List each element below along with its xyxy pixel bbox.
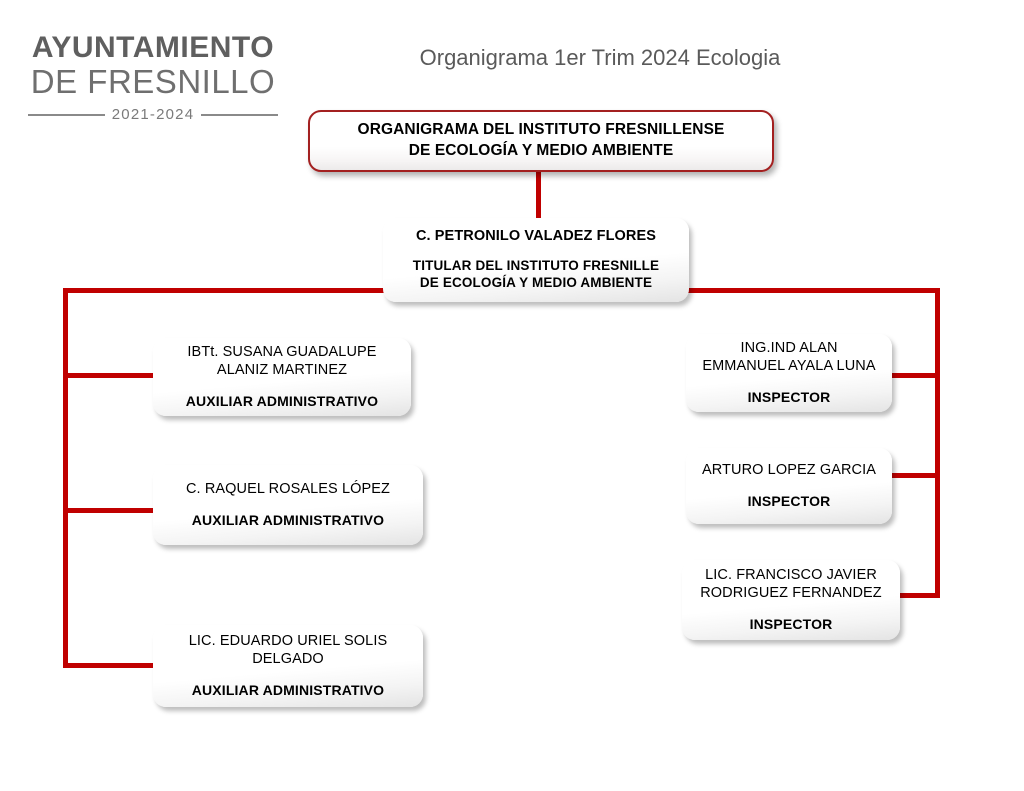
org-node-left-2[interactable]: C. RAQUEL ROSALES LÓPEZ AUXILIAR ADMINIS…: [153, 465, 423, 545]
connector-right-trunk: [935, 288, 940, 598]
logo-line-1: AYUNTAMIENTO: [31, 31, 275, 64]
org-node-chief-name: C. PETRONILO VALADEZ FLORES: [415, 228, 657, 245]
org-node-root-title-line-1: ORGANIGRAMA DEL INSTITUTO FRESNILLENSE: [357, 121, 725, 139]
org-node-right-3[interactable]: LIC. FRANCISCO JAVIER RODRIGUEZ FERNANDE…: [682, 560, 900, 640]
org-node-right-2-role: INSPECTOR: [747, 492, 831, 509]
org-node-left-3-name-line-2: DELGADO: [252, 651, 324, 668]
org-node-right-2-name-line-1: ARTURO LOPEZ GARCIA: [701, 462, 877, 479]
org-node-root-title-line-2: DE ECOLOGÍA Y MEDIO AMBIENTE: [408, 142, 674, 159]
connector-left-branch-2: [63, 508, 163, 513]
org-node-right-2[interactable]: ARTURO LOPEZ GARCIA INSPECTOR: [686, 448, 892, 524]
org-node-right-1-name-line-1: ING.IND ALAN: [740, 340, 838, 357]
connector-right-branch-1: [880, 373, 940, 378]
org-node-left-1-name-line-1: IBTt. SUSANA GUADALUPE: [187, 344, 377, 361]
org-node-left-3-role: AUXILIAR ADMINISTRATIVO: [191, 681, 385, 698]
org-node-right-1[interactable]: ING.IND ALAN EMMANUEL AYALA LUNA INSPECT…: [686, 334, 892, 412]
org-node-left-1-role: AUXILIAR ADMINISTRATIVO: [185, 392, 379, 409]
org-node-chief[interactable]: C. PETRONILO VALADEZ FLORES TITULAR DEL …: [383, 218, 689, 302]
org-node-right-3-name-line-2: RODRIGUEZ FERNANDEZ: [700, 585, 882, 602]
connector-right-branch-2: [880, 473, 940, 478]
logo-rule-right-icon: [201, 113, 279, 116]
ayuntamiento-logo: AYUNTAMIENTO DE FRESNILLO 2021-2024: [28, 31, 279, 123]
org-node-left-3[interactable]: LIC. EDUARDO URIEL SOLIS DELGADO AUXILIA…: [153, 625, 423, 707]
org-node-chief-role-line-1: TITULAR DEL INSTITUTO FRESNILLE: [412, 257, 660, 273]
logo-years: 2021-2024: [111, 106, 195, 123]
logo-rule-left-icon: [28, 113, 105, 116]
org-node-left-2-name-line-1: C. RAQUEL ROSALES LÓPEZ: [185, 481, 391, 498]
connector-left-branch-1: [63, 373, 163, 378]
org-node-left-3-name-line-1: LIC. EDUARDO URIEL SOLIS: [188, 633, 388, 650]
connector-left-trunk: [63, 288, 68, 668]
logo-years-row: 2021-2024: [28, 106, 279, 123]
connector-root-to-chief: [536, 172, 541, 220]
page-title: Organigrama 1er Trim 2024 Ecologia: [419, 45, 781, 70]
connector-left-branch-3: [63, 663, 163, 668]
org-node-left-1[interactable]: IBTt. SUSANA GUADALUPE ALANIZ MARTINEZ A…: [153, 338, 411, 416]
org-node-left-2-role: AUXILIAR ADMINISTRATIVO: [191, 511, 385, 528]
org-node-right-1-name-line-2: EMMANUEL AYALA LUNA: [702, 358, 876, 375]
org-node-chief-role-line-2: DE ECOLOGÍA Y MEDIO AMBIENTE: [419, 274, 653, 290]
org-node-right-3-name-line-1: LIC. FRANCISCO JAVIER: [705, 567, 877, 584]
org-node-root[interactable]: ORGANIGRAMA DEL INSTITUTO FRESNILLENSE D…: [308, 110, 774, 172]
org-node-right-3-role: INSPECTOR: [749, 615, 833, 632]
org-node-right-1-role: INSPECTOR: [747, 388, 831, 405]
org-node-left-1-name-line-2: ALANIZ MARTINEZ: [216, 362, 348, 379]
connector-right-branch-3: [880, 593, 940, 598]
logo-line-2: DE FRESNILLO: [30, 63, 276, 100]
